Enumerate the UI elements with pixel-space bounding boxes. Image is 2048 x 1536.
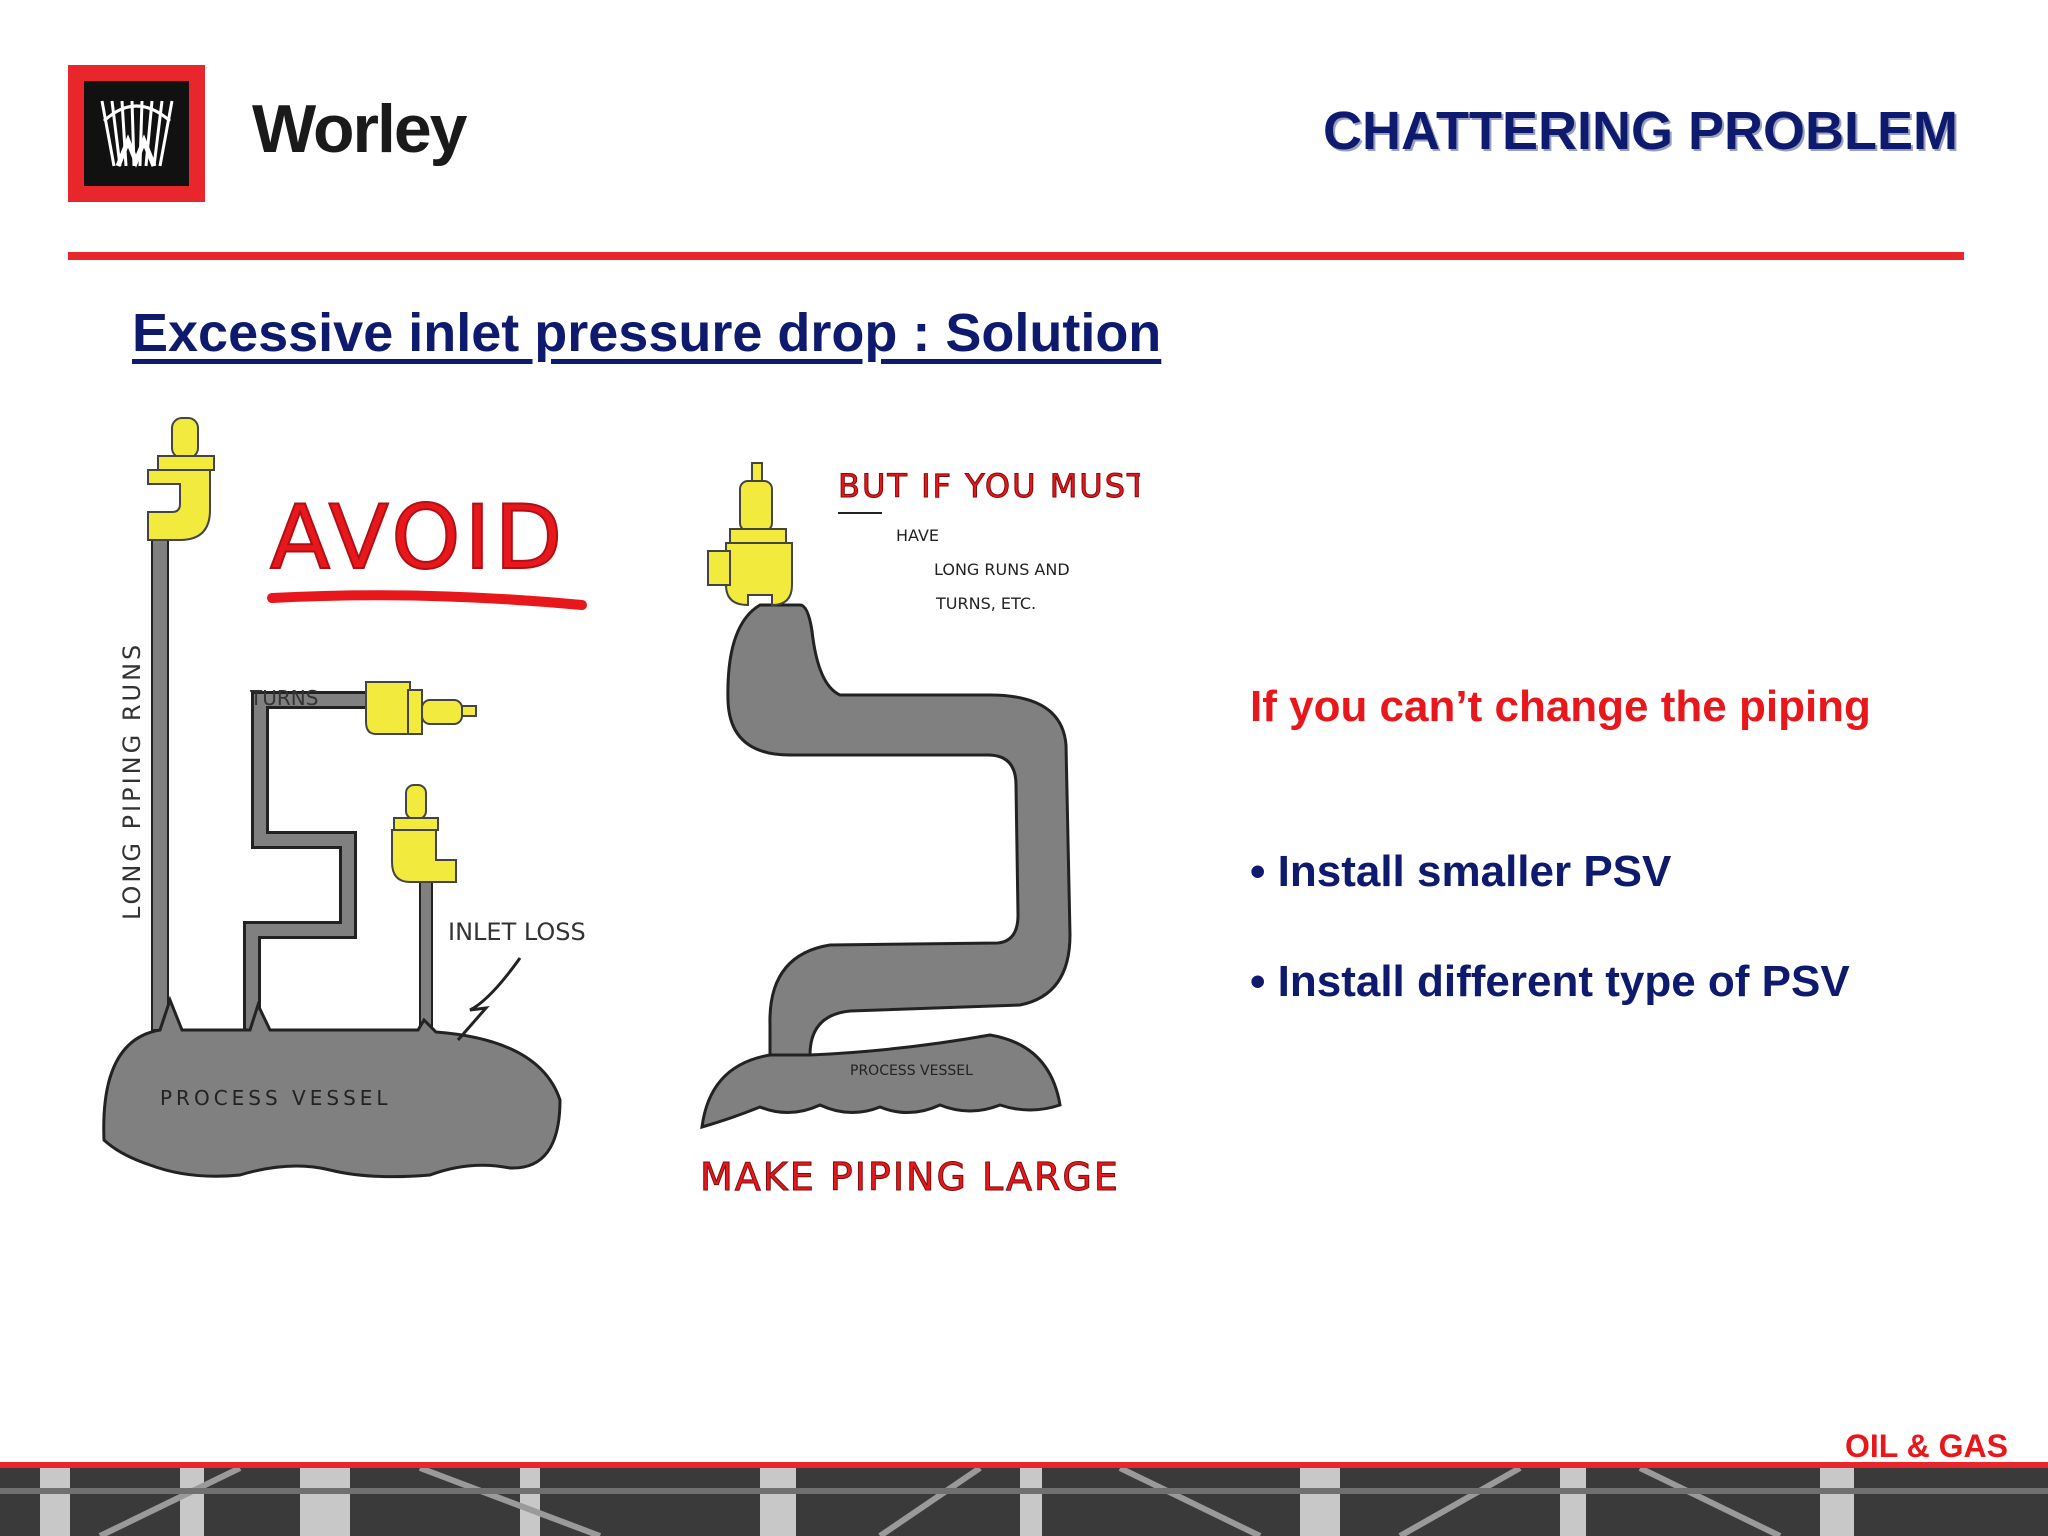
valve-turns bbox=[365, 681, 477, 735]
solution-bullet-smaller-psv: • Install smaller PSV bbox=[1250, 847, 1672, 896]
process-vessel-right bbox=[700, 1033, 1062, 1130]
footer-image-band bbox=[0, 1468, 2048, 1536]
must-heading: BUT IF YOU MUST bbox=[838, 467, 1140, 505]
solution-bullet-different-psv: • Install different type of PSV bbox=[1250, 957, 1850, 1006]
footer-divider bbox=[0, 1462, 2048, 1468]
valve-long-run bbox=[147, 417, 215, 541]
inlet-loss-label: INLET LOSS bbox=[448, 918, 586, 946]
slide-subtitle: Excessive inlet pressure drop : Solution bbox=[132, 303, 1162, 363]
avoid-underline bbox=[267, 590, 587, 610]
large-piping-diagram: BUT IF YOU MUST HAVE LONG RUNS AND TURNS… bbox=[700, 462, 1140, 1200]
avoid-heading: AVOID bbox=[270, 486, 566, 589]
must-note-line2: LONG RUNS AND bbox=[934, 560, 1070, 579]
vessel-label: PROCESS VESSEL bbox=[160, 1086, 392, 1110]
must-note-line1: HAVE bbox=[896, 526, 939, 545]
logo-mark bbox=[84, 81, 189, 186]
process-vessel bbox=[102, 995, 562, 1179]
solution-callout: If you can’t change the piping bbox=[1250, 682, 1871, 731]
company-logo bbox=[68, 65, 205, 202]
brand-name: Worley bbox=[252, 91, 467, 167]
long-pipe bbox=[151, 529, 169, 1031]
make-piping-large-label: MAKE PIPING LARGE bbox=[700, 1155, 1120, 1199]
slide-header-title: CHATTERING PROBLEM bbox=[1323, 101, 1958, 161]
must-note-line3: TURNS, ETC. bbox=[935, 594, 1036, 613]
valve-large bbox=[707, 462, 793, 607]
avoid-diagram: AVOID LONG PIPING RUNS TURNS INLET LOSS … bbox=[102, 417, 587, 1179]
valve-inlet-loss bbox=[391, 784, 457, 883]
long-runs-label: LONG PIPING RUNS bbox=[118, 642, 146, 920]
inlet-loss-pipe bbox=[419, 879, 433, 1031]
footer-division-label: OIL & GAS bbox=[1845, 1428, 2008, 1464]
header-divider bbox=[68, 252, 1964, 260]
vessel-label-right: PROCESS VESSEL bbox=[850, 1063, 973, 1079]
turns-label: TURNS bbox=[249, 686, 318, 710]
